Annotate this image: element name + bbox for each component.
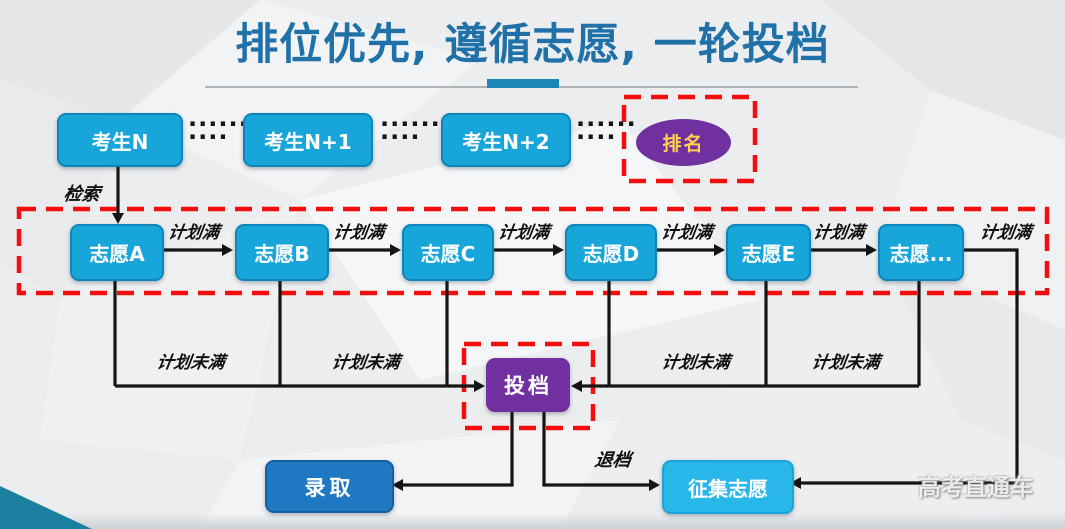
rank-dashed-frame [621, 94, 758, 184]
ellipsis-dots: ·········· [576, 110, 637, 151]
preference-row-dashed-frame [16, 206, 1050, 296]
node-pref-d: 志愿D [565, 224, 657, 281]
label-withdraw: 退档 [593, 450, 633, 471]
page-title: 排位优先, 遵循志愿, 一轮投档 [235, 20, 830, 70]
connector-prefMore-collect [800, 248, 1019, 485]
node-rank: 排名 [636, 119, 731, 166]
label-plan-full: 计划满 [331, 223, 386, 243]
node-pref-c: 志愿C [402, 224, 494, 281]
node-candidate-n: 考生N [57, 113, 183, 167]
label-plan-full: 计划满 [978, 223, 1033, 243]
label-plan-not-full: 计划未满 [330, 353, 402, 373]
node-admit: 录取 [265, 460, 394, 513]
arrowheads [112, 213, 877, 491]
connector-filing-admit [402, 412, 514, 487]
node-pref-a: 志愿A [70, 224, 164, 281]
node-candidate-n2: 考生N+2 [441, 113, 571, 167]
node-pref-e: 志愿E [726, 224, 811, 281]
ellipsis-dots: ·········· [380, 110, 441, 151]
label-plan-full: 计划满 [811, 223, 866, 243]
label-plan-not-full: 计划未满 [155, 353, 227, 373]
connector-filing-collect [542, 412, 650, 487]
node-filing: 投档 [486, 358, 570, 412]
label-plan-not-full: 计划未满 [660, 353, 732, 373]
node-pref-more: 志愿... [878, 224, 964, 281]
black-connectors [113, 162, 1019, 487]
label-plan-full: 计划满 [166, 223, 221, 243]
label-plan-full: 计划满 [659, 223, 714, 243]
node-pref-b: 志愿B [235, 224, 329, 281]
watermark-logo: 高考直通车 [918, 475, 1033, 501]
bottom-shade [0, 513, 1065, 529]
title-underline-accent [487, 79, 559, 88]
node-candidate-n1: 考生N+1 [243, 113, 373, 167]
label-plan-not-full: 计划未满 [810, 353, 882, 373]
node-collect: 征集志愿 [662, 460, 794, 514]
label-plan-full: 计划满 [496, 223, 551, 243]
label-search: 检索 [62, 184, 102, 205]
ellipsis-dots: ·········· [188, 110, 249, 151]
